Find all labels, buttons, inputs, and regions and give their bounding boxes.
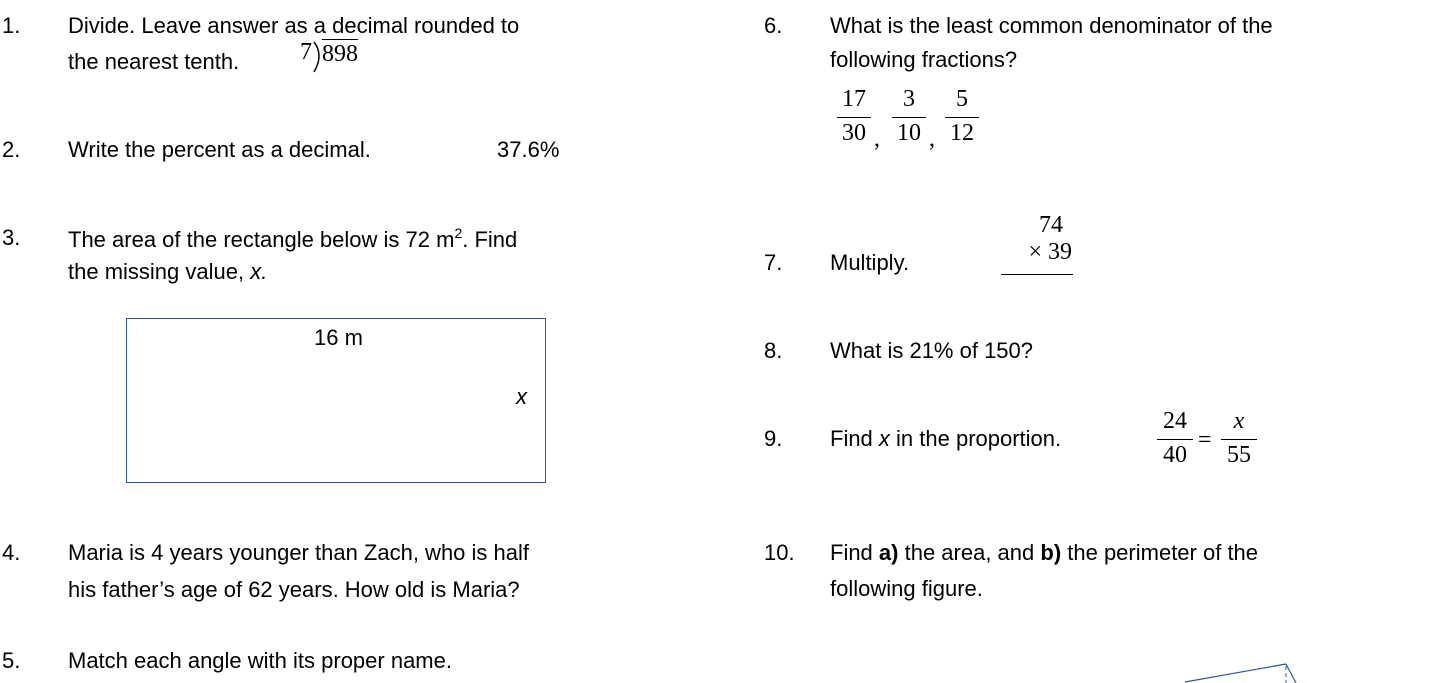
q9-right-fraction: x 55 — [1221, 408, 1257, 469]
q1-line1: Divide. Leave answer as a decimal rounde… — [68, 13, 520, 38]
q3-rectangle — [126, 318, 546, 483]
q3-side-label: x — [516, 384, 527, 409]
q6-fraction-2-numerator: 3 — [903, 86, 915, 112]
q9-left-numerator: 24 — [1163, 408, 1187, 434]
q6-comma-2: , — [929, 126, 935, 152]
q3-line1: The area of the rectangle below is 72 m2… — [68, 225, 518, 252]
q4-line1: Maria is 4 years younger than Zach, who … — [68, 540, 530, 565]
q5-number: 5. — [2, 648, 21, 673]
q6-line1: What is the least common denominator of … — [830, 13, 1273, 38]
q4-number: 4. — [2, 540, 21, 565]
q9-left-fraction: 24 40 — [1157, 408, 1193, 469]
q7-text: Multiply. — [830, 250, 910, 275]
q1-long-division: 7 898 — [300, 39, 358, 73]
q7-bottom-factor: × 39 — [1028, 239, 1072, 265]
q9-number: 9. — [764, 426, 783, 451]
q10-line2: following figure. — [830, 576, 983, 601]
q6-fraction-3-denominator: 12 — [950, 120, 974, 146]
q3-number: 3. — [2, 225, 21, 250]
q1-number: 1. — [2, 13, 21, 38]
q6-fraction-1-numerator: 17 — [842, 86, 866, 112]
q5-text: Match each angle with its proper name. — [68, 648, 452, 673]
q6-fraction-2: 3 10 — [892, 86, 926, 147]
q6-comma-1: , — [874, 126, 880, 152]
q6-fraction-1-denominator: 30 — [842, 120, 866, 146]
q3-exponent: 2 — [454, 225, 463, 241]
q6-number: 6. — [764, 13, 783, 38]
q3-width-label: 16 m — [314, 325, 363, 350]
q9-left-denominator: 40 — [1163, 442, 1187, 468]
q1-dividend: 898 — [322, 39, 358, 67]
q6-fraction-2-denominator: 10 — [897, 120, 921, 146]
q10-line1: Find a) the area, and b) the perimeter o… — [830, 540, 1259, 565]
q8-text: What is 21% of 150? — [830, 338, 1034, 363]
q6-fraction-3-numerator: 5 — [956, 86, 968, 112]
q1-divisor: 7 — [300, 39, 312, 65]
q7-multiplication: 74 × 39 — [1001, 212, 1073, 275]
q10-number: 10. — [764, 540, 795, 565]
division-bracket-icon — [313, 41, 320, 73]
q9-right-numerator: x — [1233, 408, 1245, 434]
q8-number: 8. — [764, 338, 783, 363]
q2-value: 37.6% — [497, 137, 560, 162]
q6-line2: following fractions? — [830, 47, 1018, 72]
q1-line2: the nearest tenth. — [68, 49, 240, 74]
q9-equals: = — [1198, 427, 1212, 453]
q10-figure — [1184, 663, 1297, 683]
q7-result-line — [1001, 274, 1073, 275]
q7-number: 7. — [764, 250, 783, 275]
q2-number: 2. — [2, 137, 21, 162]
q9-text: Find x in the proportion. — [830, 426, 1062, 451]
q3-line2: the missing value, x. — [68, 259, 268, 284]
q2-text: Write the percent as a decimal. — [68, 137, 371, 162]
q9-right-denominator: 55 — [1227, 442, 1251, 468]
q7-top-factor: 74 — [1039, 212, 1063, 238]
q4-line2: his father’s age of 62 years. How old is… — [68, 577, 520, 602]
q6-fraction-1: 17 30 — [837, 86, 871, 147]
q6-fraction-3: 5 12 — [945, 86, 979, 147]
